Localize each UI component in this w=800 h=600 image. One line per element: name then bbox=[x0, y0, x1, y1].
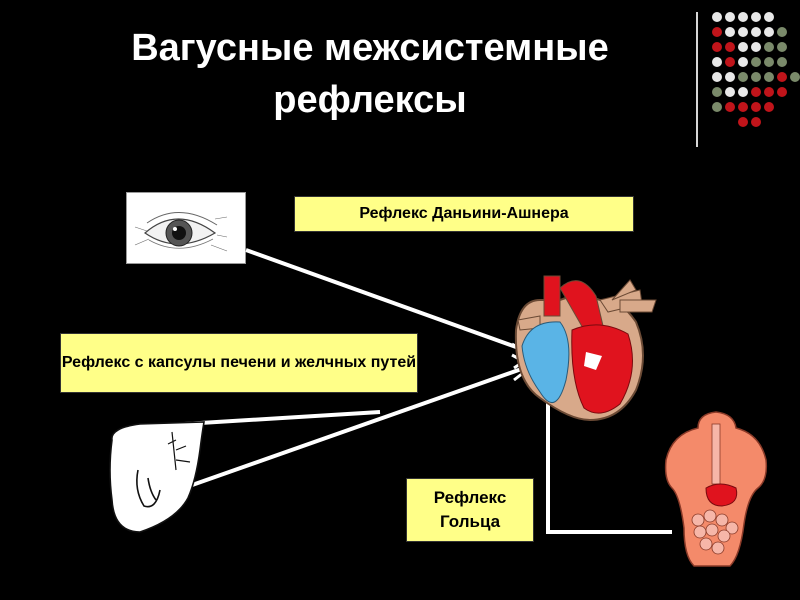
decorative-dot bbox=[751, 42, 761, 52]
decorative-dot bbox=[764, 57, 774, 67]
decorative-dot bbox=[725, 12, 735, 22]
decorative-dot bbox=[712, 42, 722, 52]
decorative-dot bbox=[777, 72, 787, 82]
arrow-liver-to-heart bbox=[177, 364, 531, 492]
decorative-divider bbox=[696, 12, 698, 147]
decorative-dot bbox=[764, 72, 774, 82]
decorative-dot bbox=[712, 87, 722, 97]
arrow-eye-to-heart bbox=[245, 248, 531, 354]
decorative-dot bbox=[751, 72, 761, 82]
decorative-dot-grid bbox=[712, 12, 800, 132]
decorative-dot bbox=[712, 57, 722, 67]
decorative-dot bbox=[751, 117, 761, 127]
decorative-dot bbox=[751, 27, 761, 37]
decorative-dot bbox=[725, 102, 735, 112]
decorative-dot bbox=[738, 102, 748, 112]
decorative-dot bbox=[712, 102, 722, 112]
decorative-dot bbox=[738, 87, 748, 97]
decorative-dot bbox=[777, 42, 787, 52]
decorative-dot bbox=[764, 42, 774, 52]
decorative-dot bbox=[725, 27, 735, 37]
decorative-dot bbox=[751, 57, 761, 67]
decorative-dot bbox=[725, 87, 735, 97]
decorative-dot bbox=[712, 12, 722, 22]
decorative-dot bbox=[712, 27, 722, 37]
liver-capsule-reflex-label: Рефлекс с капсулы печени и желчных путей bbox=[60, 333, 418, 393]
decorative-dot bbox=[738, 117, 748, 127]
decorative-dot bbox=[764, 102, 774, 112]
decorative-dot bbox=[777, 87, 787, 97]
decorative-dot bbox=[738, 27, 748, 37]
dagnini-aschner-reflex-label: Рефлекс Даньини-Ашнера bbox=[294, 196, 634, 232]
liver-illustration bbox=[109, 421, 205, 533]
decorative-dot bbox=[712, 72, 722, 82]
eye-illustration bbox=[126, 192, 246, 264]
decorative-dot bbox=[738, 12, 748, 22]
digestive-tract-illustration bbox=[664, 411, 768, 567]
decorative-dot bbox=[764, 87, 774, 97]
heart-illustration bbox=[514, 275, 657, 422]
decorative-dot bbox=[725, 72, 735, 82]
decorative-dot bbox=[751, 12, 761, 22]
decorative-dot bbox=[751, 87, 761, 97]
decorative-dot bbox=[738, 42, 748, 52]
decorative-dot bbox=[764, 27, 774, 37]
decorative-dot bbox=[751, 102, 761, 112]
goltz-reflex-label: Рефлекс Гольца bbox=[406, 478, 534, 542]
slide-title: Вагусные межсистемные рефлексы bbox=[131, 27, 609, 121]
decorative-dot bbox=[777, 27, 787, 37]
decorative-dot bbox=[738, 72, 748, 82]
decorative-dot bbox=[790, 72, 800, 82]
decorative-dot bbox=[725, 42, 735, 52]
decorative-dot bbox=[764, 12, 774, 22]
arrow-gi-to-heart bbox=[546, 378, 672, 534]
decorative-dot bbox=[777, 57, 787, 67]
decorative-dot bbox=[725, 57, 735, 67]
decorative-dot bbox=[738, 57, 748, 67]
